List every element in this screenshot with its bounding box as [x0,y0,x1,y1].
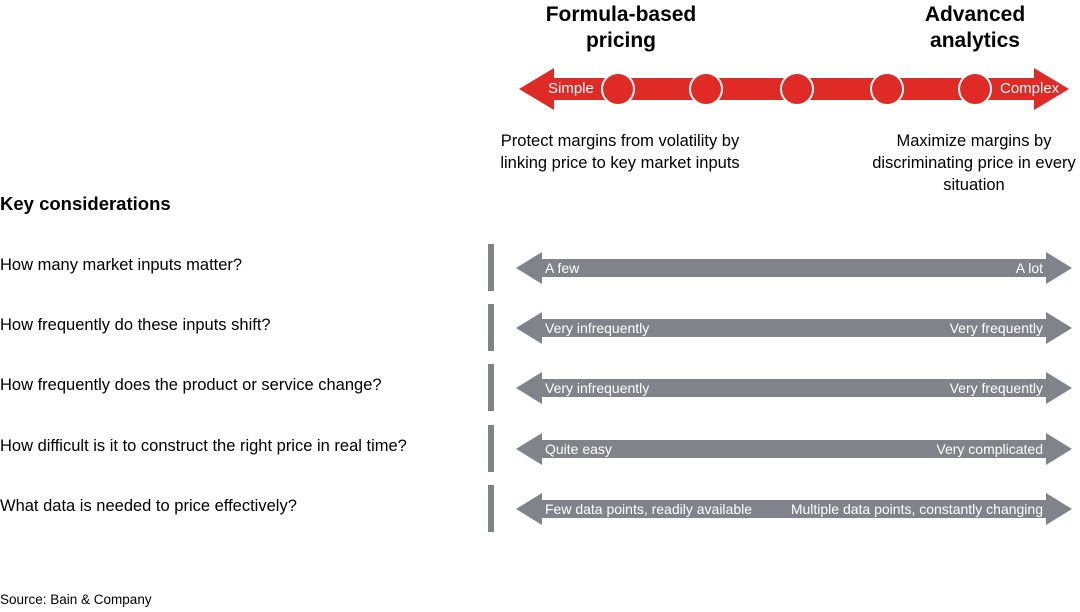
scale-label-right: A lot [1015,260,1043,276]
spectrum-header-left-line1: Formula-based [545,3,697,26]
scale-label-left: Very infrequently [545,380,650,396]
gray-arrow-shape [516,493,1072,525]
consideration-row: How many market inputs matter? A few A l… [0,243,1080,291]
spectrum-label-simple: Simple [548,80,594,97]
row-separator-bar [488,304,494,351]
spectrum-node-2 [689,72,723,106]
consideration-scale-arrow: Few data points, readily available Multi… [514,488,1074,530]
consideration-scale-arrow: A few A lot [514,247,1074,289]
spectrum-header-left-line2: pricing [585,29,656,52]
consideration-scale-arrow: Very infrequently Very frequently [514,307,1074,349]
spectrum-header-right: Advanced analytics [870,2,1080,54]
consideration-question: How frequently do these inputs shift? [0,316,271,334]
gray-arrow-shape [516,433,1072,465]
row-separator-bar [488,364,494,411]
gray-arrow-shape [516,372,1072,404]
consideration-row: How frequently do these inputs shift? Ve… [0,303,1080,351]
spectrum-node-4 [870,72,904,106]
source-note: Source: Bain & Company [0,592,152,607]
scale-label-right: Very frequently [949,320,1043,336]
spectrum-header-right-line1: Advanced [924,3,1026,26]
spectrum-node-1 [601,72,635,106]
spectrum-label-complex: Complex [1000,80,1060,97]
scale-label-left: A few [545,260,580,276]
consideration-question: How many market inputs matter? [0,256,243,274]
consideration-scale-arrow: Quite easy Very complicated [514,428,1074,470]
consideration-row: How frequently does the product or servi… [0,363,1080,411]
spectrum-header-right-line2: analytics [930,29,1020,52]
spectrum-arrow-red [519,68,1069,110]
consideration-question: What data is needed to price effectively… [0,497,297,515]
key-considerations-title: Key considerations [0,193,171,214]
scale-label-right: Very frequently [949,380,1043,396]
spectrum-description-right: Maximize margins by discriminating price… [872,132,1076,194]
gray-arrow-shape [516,312,1072,344]
scale-label-left: Few data points, readily available [545,501,753,517]
spectrum-node-3 [780,72,814,106]
scale-label-left: Very infrequently [545,320,650,336]
scale-label-right: Multiple data points, constantly changin… [790,501,1043,517]
spectrum-node-5 [958,72,992,106]
consideration-scale-arrow: Very infrequently Very frequently [514,367,1074,409]
row-separator-bar [488,244,494,291]
spectrum-description-left: Protect margins from volatility by linki… [500,132,740,172]
consideration-row: How difficult is it to construct the rig… [0,424,1080,472]
row-separator-bar [488,485,494,532]
row-separator-bar [488,425,494,472]
scale-label-left: Quite easy [545,441,612,457]
scale-label-right: Very complicated [936,441,1043,457]
gray-arrow-shape [516,252,1072,284]
spectrum-header-left: Formula-based pricing [506,2,736,54]
consideration-question: How frequently does the product or servi… [0,376,382,394]
consideration-row: What data is needed to price effectively… [0,484,1080,532]
consideration-question: How difficult is it to construct the rig… [0,437,407,455]
